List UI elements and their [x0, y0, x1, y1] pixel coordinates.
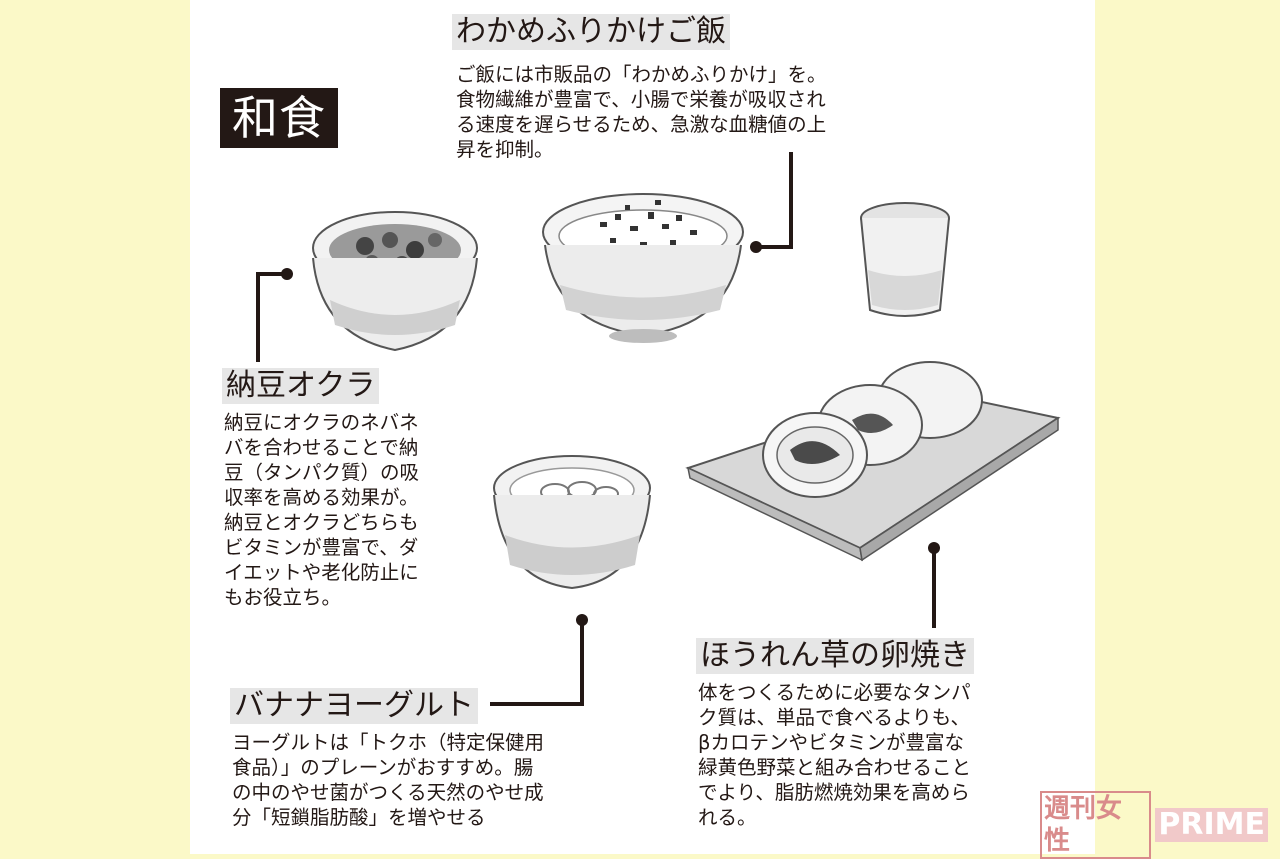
publisher-logo: 週刊女性 PRIME: [1040, 791, 1268, 859]
rice-bowl-illustration: [542, 193, 744, 343]
yogurt-line: の中のやせ菌がつくる天然のやせ成: [232, 781, 544, 804]
natto-line: 納豆にオクラのネバネ: [224, 411, 419, 434]
logo-text-jp: 週刊女性: [1040, 791, 1152, 859]
rice-line: る速度を遅らせるため、急激な血糖値の上: [456, 113, 827, 136]
omelet-plate-illustration: [685, 361, 1061, 562]
natto-line: ビタミンが豊富で、ダ: [224, 536, 419, 559]
omelet-line: でより、脂肪燃焼効果を高めら: [698, 781, 970, 804]
yogurt-description: ヨーグルトは「トクホ（特定保健用 食品）」のプレーンがおすすめ。腸 の中のやせ菌…: [232, 730, 612, 830]
omelet-line: 緑黄色野菜と組み合わせること: [698, 756, 972, 779]
page-title: 和食: [220, 88, 338, 148]
yogurt-bowl-illustration: [493, 455, 651, 590]
rice-leader-line: [756, 245, 793, 249]
natto-description: 納豆にオクラのネバネ バを合わせることで納 豆（タンパク質）の吸 収率を高める効…: [224, 410, 454, 610]
rice-line: 昇を抑制。: [456, 138, 554, 161]
rice-line: ご飯には市販品の「わかめふりかけ」を。: [456, 63, 827, 86]
yogurt-line: 分「短鎖脂肪酸」を増やせる: [232, 806, 486, 829]
rice-leader-dot: [750, 241, 762, 253]
omelet-leader-dot: [928, 542, 940, 554]
omelet-heading: ほうれん草の卵焼き: [696, 638, 974, 674]
natto-bowl-illustration: [312, 211, 478, 352]
rice-heading: わかめふりかけご飯: [452, 14, 730, 50]
omelet-line: 体をつくるために必要なタンパ: [698, 681, 971, 704]
yogurt-heading: バナナヨーグルト: [230, 688, 478, 724]
rice-line: 食物繊維が豊富で、小腸で栄養が吸収され: [456, 88, 826, 111]
natto-leader-line: [256, 272, 286, 276]
yogurt-line: 食品）」のプレーンがおすすめ。腸: [232, 756, 534, 779]
yogurt-leader-line: [580, 622, 584, 706]
natto-line: 収率を高める効果が。: [224, 486, 419, 509]
natto-line: 納豆とオクラどちらも: [224, 511, 419, 534]
natto-line: 豆（タンパク質）の吸: [224, 461, 420, 484]
natto-line: バを合わせることで納: [224, 436, 419, 459]
omelet-line: βカロテンやビタミンが豊富な: [698, 731, 964, 754]
yogurt-line: ヨーグルトは「トクホ（特定保健用: [232, 731, 545, 754]
omelet-line: れる。: [698, 806, 757, 829]
yogurt-leader-line: [490, 702, 584, 706]
natto-leader-line: [256, 272, 260, 362]
omelet-description: 体をつくるために必要なタンパ ク質は、単品で食べるよりも、 βカロテンやビタミン…: [698, 680, 1028, 830]
omelet-line: ク質は、単品で食べるよりも、: [698, 706, 971, 729]
rice-leader-line: [789, 152, 793, 248]
natto-line: もお役立ち。: [224, 586, 342, 609]
tea-cup-illustration: [860, 202, 950, 317]
yogurt-leader-dot: [576, 614, 588, 626]
logo-text-en: PRIME: [1155, 808, 1268, 842]
omelet-leader-line: [932, 552, 936, 628]
rice-description: ご飯には市販品の「わかめふりかけ」を。 食物繊維が豊富で、小腸で栄養が吸収され …: [456, 62, 886, 162]
natto-line: イエットや老化防止に: [224, 561, 419, 584]
natto-heading: 納豆オクラ: [222, 368, 380, 404]
natto-leader-dot: [281, 268, 293, 280]
